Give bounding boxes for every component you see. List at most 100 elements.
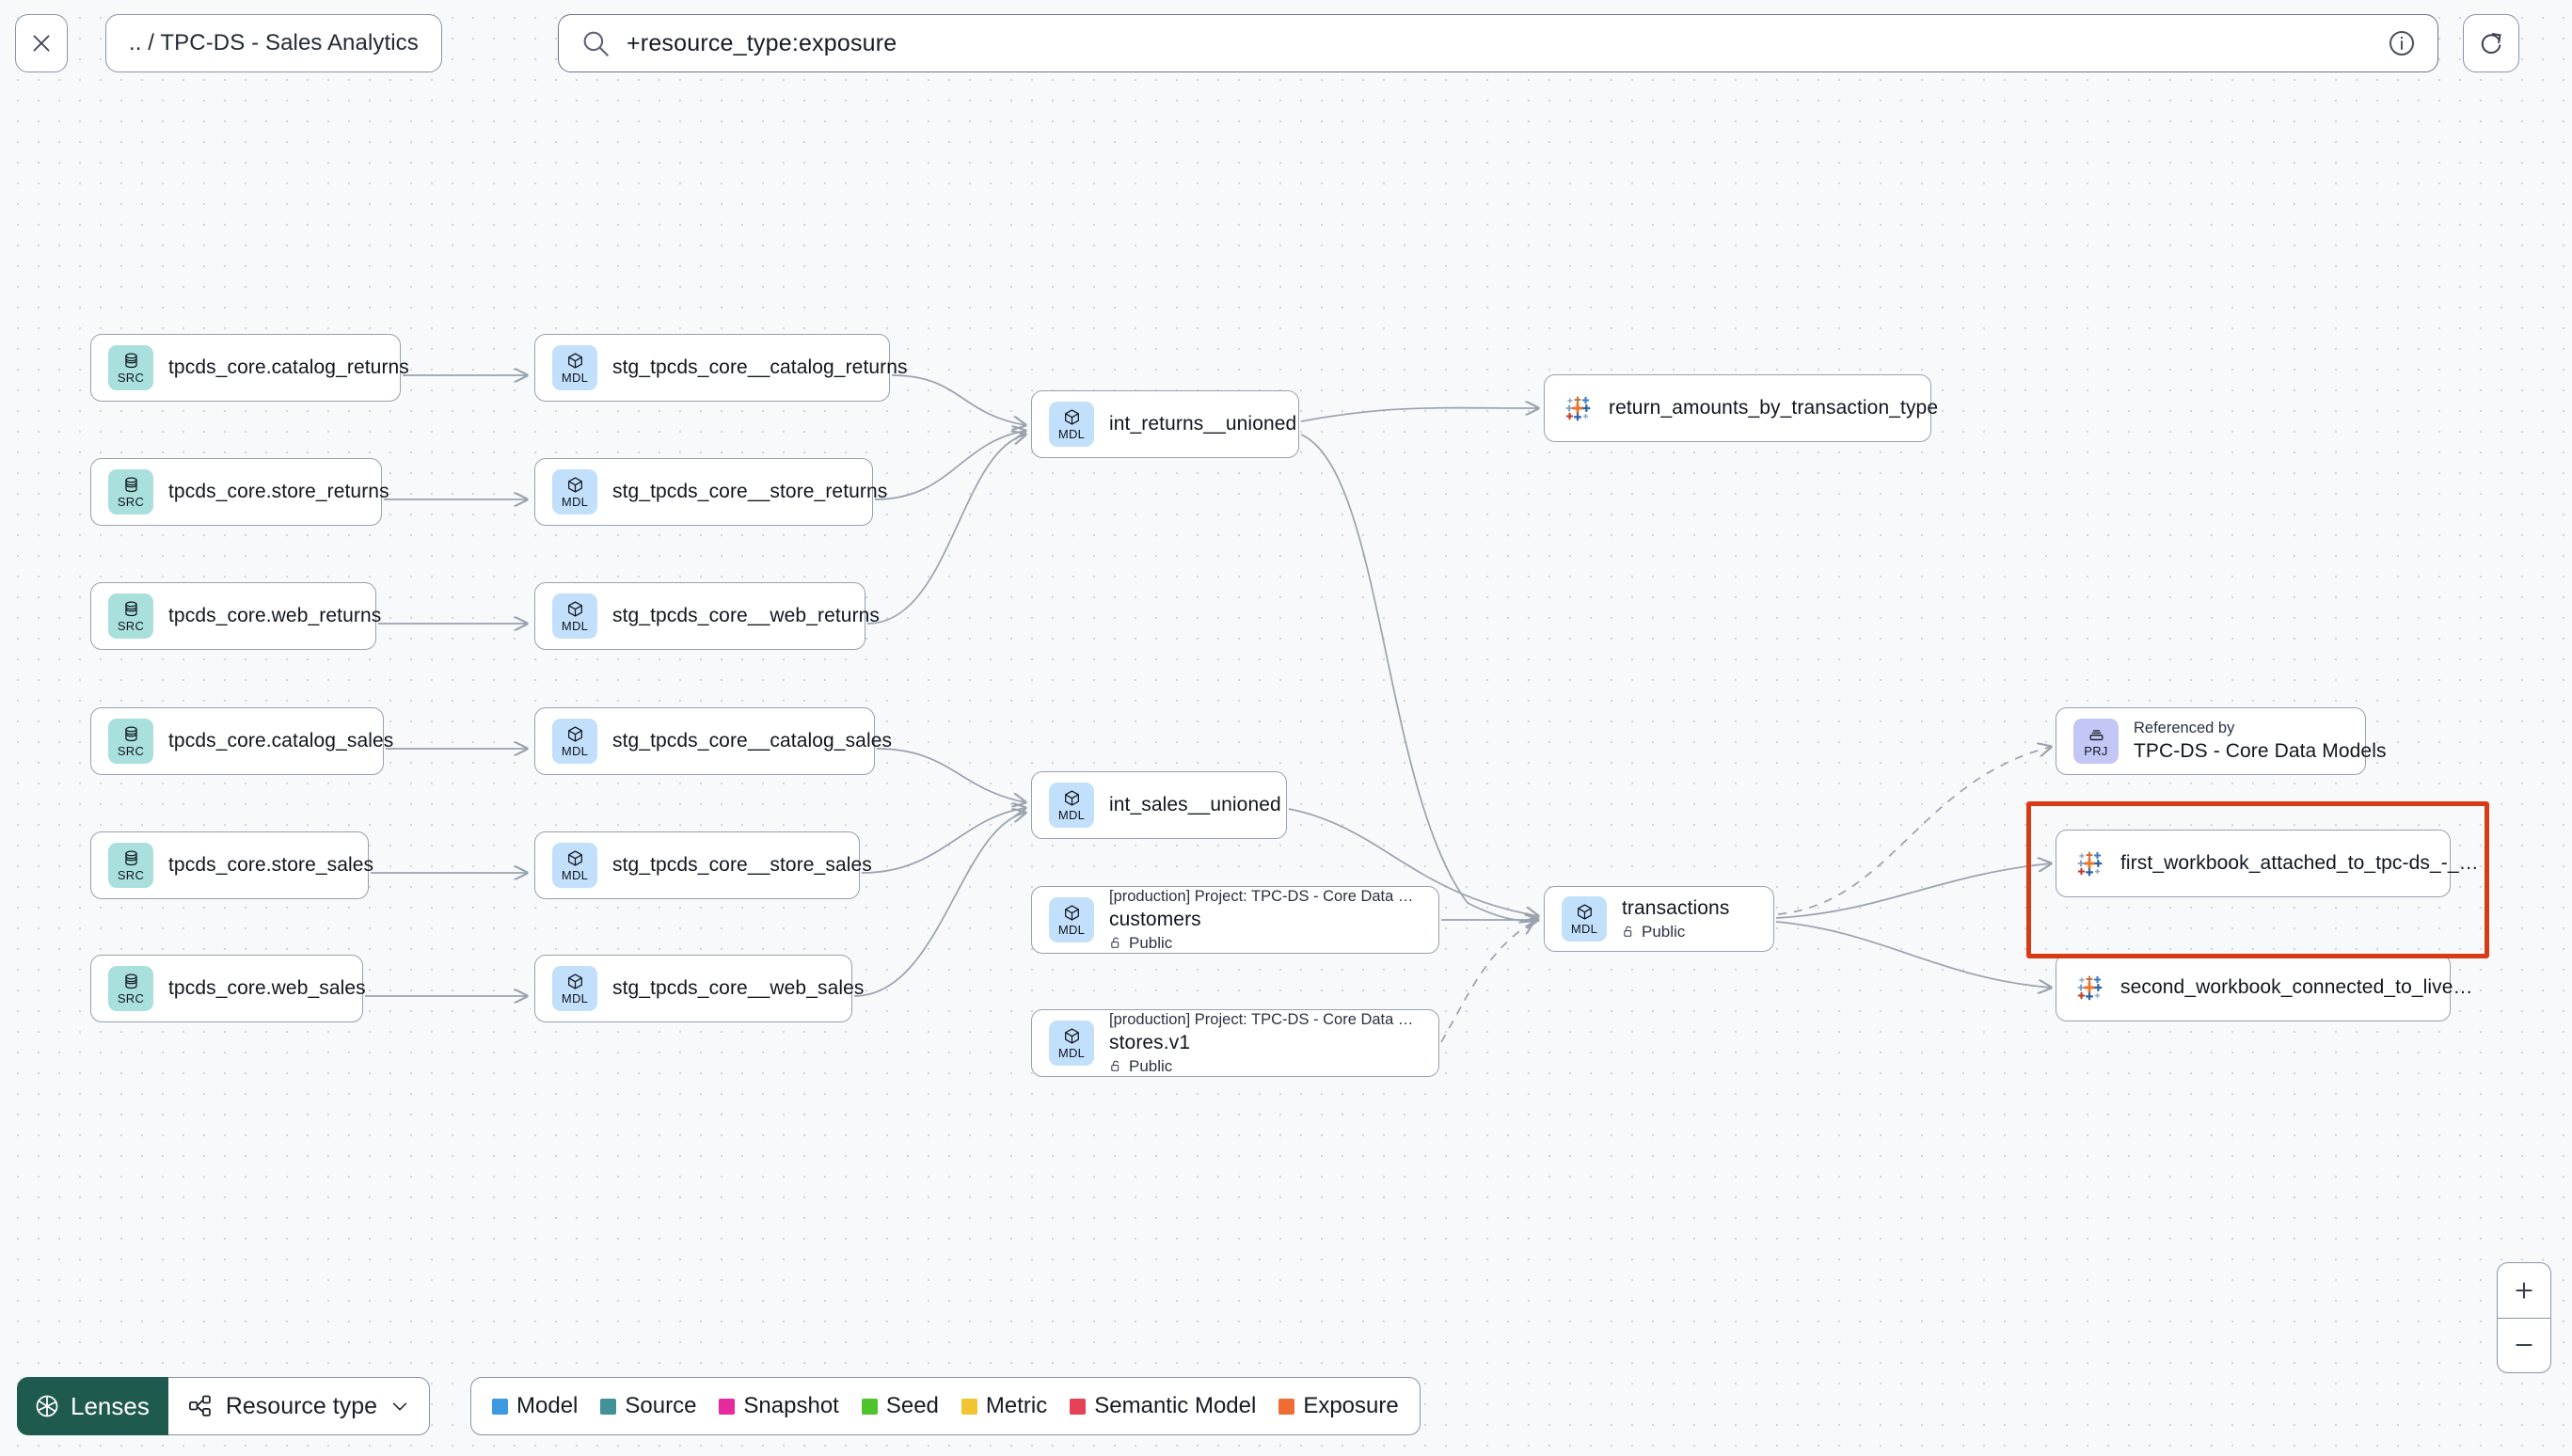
plus-icon (2516, 1282, 2532, 1299)
database-icon (124, 353, 137, 369)
node-body: tpcds_core.catalog_returns (168, 356, 409, 379)
node-label: tpcds_core.store_returns (168, 481, 389, 502)
tableau-icon (2077, 975, 2103, 1001)
graph-node-first_workbook[interactable]: first_workbook_attached_to_tpc-ds_-_… (2056, 830, 2479, 897)
zoom-in-button[interactable] (2498, 1263, 2550, 1319)
database-icon (124, 477, 137, 493)
resource-type-legend: Model Source Snapshot Seed Metric Semantic Mo… (470, 1377, 1421, 1435)
legend-label: Snapshot (743, 1393, 839, 1418)
node-label: stg_tpcds_core__catalog_returns (612, 356, 908, 378)
node-badge-mdl: MDL (552, 966, 597, 1011)
graph-node-stores_v1[interactable]: MDL[production] Project: TPC-DS - Core D… (1031, 1009, 1439, 1077)
graph-node-second_workbook[interactable]: second_workbook_connected_to_live… (2056, 954, 2473, 1021)
legend-swatch (492, 1398, 508, 1415)
legend-item-snapshot[interactable]: Snapshot (719, 1393, 839, 1419)
badge-label: MDL (1057, 427, 1086, 441)
cube-icon (567, 850, 582, 866)
graph-node-int_returns_unioned[interactable]: MDL int_returns__unioned (1031, 390, 1299, 458)
graph-node-stg_web_sales[interactable]: MDL stg_tpcds_core__web_sales (534, 955, 864, 1022)
legend-swatch (961, 1398, 977, 1415)
node-label: customers (1109, 908, 1201, 930)
node-badge-src: SRC (108, 966, 153, 1011)
node-badge-mdl: MDL (1049, 1021, 1094, 1066)
node-label: tpcds_core.web_sales (168, 977, 366, 999)
node-visibility: Public (1109, 934, 1421, 953)
node-badge-src: SRC (108, 719, 153, 764)
breadcrumb[interactable]: .. / TPC-DS - Sales Analytics (105, 14, 442, 72)
cube-icon (567, 726, 582, 742)
node-body: tpcds_core.store_sales (168, 854, 373, 877)
legend-label: Seed (885, 1393, 939, 1418)
legend-item-seed[interactable]: Seed (861, 1393, 939, 1419)
legend-item-source[interactable]: Source (600, 1393, 696, 1419)
badge-label: SRC (117, 744, 145, 758)
legend-item-exposure[interactable]: Exposure (1278, 1393, 1399, 1419)
node-body: tpcds_core.web_sales (168, 977, 366, 1000)
node-badge-src: SRC (108, 843, 153, 888)
legend-label: Source (625, 1393, 697, 1418)
node-body: tpcds_core.web_returns (168, 605, 382, 627)
node-body: stg_tpcds_core__web_sales (612, 977, 864, 1000)
node-body: tpcds_core.store_returns (168, 481, 389, 503)
node-body: int_sales__unioned (1109, 794, 1281, 816)
lenses-label: Lenses (71, 1391, 150, 1420)
node-label: transactions (1622, 896, 1730, 919)
badge-label: MDL (561, 868, 589, 882)
stack-icon (2089, 730, 2103, 741)
node-body: int_returns__unioned (1109, 413, 1296, 435)
node-label: stg_tpcds_core__store_returns (612, 481, 888, 502)
node-badge-prj: PRJ (2073, 719, 2119, 764)
cube-icon (567, 353, 582, 369)
zoom-out-button[interactable] (2498, 1319, 2550, 1373)
graph-node-stg_store_returns[interactable]: MDL stg_tpcds_core__store_returns (534, 458, 888, 526)
cube-icon (567, 477, 582, 493)
resource-type-dropdown[interactable]: Resource type (167, 1377, 431, 1435)
graph-node-customers[interactable]: MDL[production] Project: TPC-DS - Core D… (1031, 886, 1439, 954)
legend-item-semantic-model[interactable]: Semantic Model (1070, 1393, 1256, 1419)
info-icon[interactable] (2387, 28, 2417, 58)
node-label: int_sales__unioned (1109, 794, 1281, 815)
graph-node-src_store_sales[interactable]: SRC tpcds_core.store_sales (90, 831, 373, 899)
search-bar[interactable]: +resource_type:exposure (558, 14, 2438, 72)
refresh-button[interactable] (2463, 14, 2519, 72)
database-icon (124, 850, 137, 866)
node-body: stg_tpcds_core__web_returns (612, 605, 880, 627)
breadcrumb-label: .. / TPC-DS - Sales Analytics (129, 30, 419, 55)
lenses-button[interactable]: Lenses (17, 1377, 168, 1435)
graph-node-return_amounts[interactable]: return_amounts_by_transaction_type (1544, 374, 1938, 442)
node-label: tpcds_core.web_returns (168, 605, 382, 626)
close-icon (33, 35, 50, 52)
graph-node-src_web_sales[interactable]: SRC tpcds_core.web_sales (90, 955, 366, 1022)
graph-node-src_catalog_sales[interactable]: SRC tpcds_core.catalog_sales (90, 707, 393, 775)
cube-icon (567, 601, 582, 617)
node-badge-mdl: MDL (552, 593, 597, 639)
node-body: stg_tpcds_core__catalog_returns (612, 356, 908, 379)
legend-swatch (1070, 1398, 1087, 1415)
graph-node-stg_web_returns[interactable]: MDL stg_tpcds_core__web_returns (534, 582, 880, 650)
node-label: tpcds_core.catalog_returns (168, 356, 409, 378)
node-body: tpcds_core.catalog_sales (168, 730, 393, 752)
node-body: stg_tpcds_core__catalog_sales (612, 730, 892, 752)
aperture-icon (36, 1395, 58, 1417)
chevron-down-icon (392, 1402, 407, 1411)
close-button[interactable] (15, 14, 68, 72)
node-badge-src: SRC (108, 593, 153, 639)
search-input[interactable]: +resource_type:exposure (627, 29, 897, 56)
badge-label: MDL (561, 495, 589, 509)
graph-node-src_web_returns[interactable]: SRC tpcds_core.web_returns (90, 582, 382, 650)
cube-icon (1064, 1028, 1079, 1044)
legend-item-model[interactable]: Model (492, 1393, 578, 1419)
nodes-icon (188, 1395, 211, 1416)
legend-item-metric[interactable]: Metric (961, 1393, 1047, 1419)
node-label: first_workbook_attached_to_tpc-ds_-_… (2120, 852, 2479, 874)
